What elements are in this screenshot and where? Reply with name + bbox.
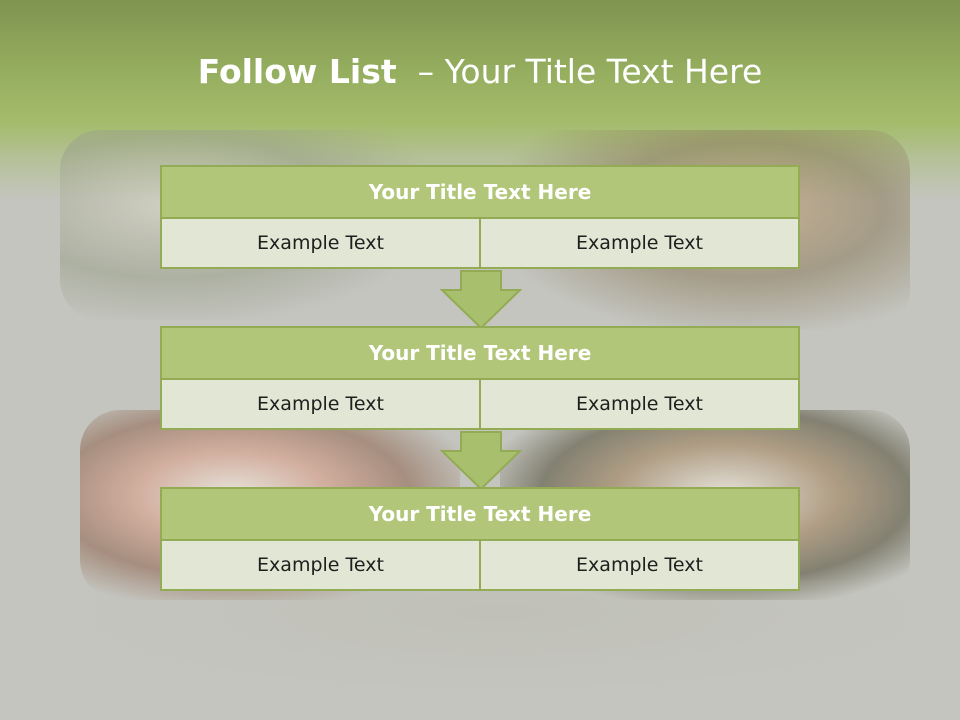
down-arrow-icon: [440, 270, 522, 330]
block-title: Your Title Text Here: [160, 326, 800, 380]
block-title: Your Title Text Here: [160, 165, 800, 219]
sushi-reflection: [90, 580, 910, 690]
down-arrow-icon: [440, 431, 522, 491]
block-row: Example Text Example Text: [160, 380, 800, 430]
block-cell-left: Example Text: [160, 380, 481, 430]
block-cell-left: Example Text: [160, 541, 481, 591]
list-block-1: Your Title Text Here Example Text Exampl…: [160, 165, 800, 269]
block-row: Example Text Example Text: [160, 541, 800, 591]
block-row: Example Text Example Text: [160, 219, 800, 269]
slide-title-rest: – Your Title Text Here: [417, 52, 763, 91]
block-cell-right: Example Text: [481, 219, 800, 269]
list-block-3: Your Title Text Here Example Text Exampl…: [160, 487, 800, 591]
block-cell-right: Example Text: [481, 380, 800, 430]
slide-title-bold: Follow List: [197, 52, 397, 91]
list-block-2: Your Title Text Here Example Text Exampl…: [160, 326, 800, 430]
block-cell-left: Example Text: [160, 219, 481, 269]
slide-title: Follow List – Your Title Text Here: [0, 52, 960, 91]
block-cell-right: Example Text: [481, 541, 800, 591]
block-title: Your Title Text Here: [160, 487, 800, 541]
